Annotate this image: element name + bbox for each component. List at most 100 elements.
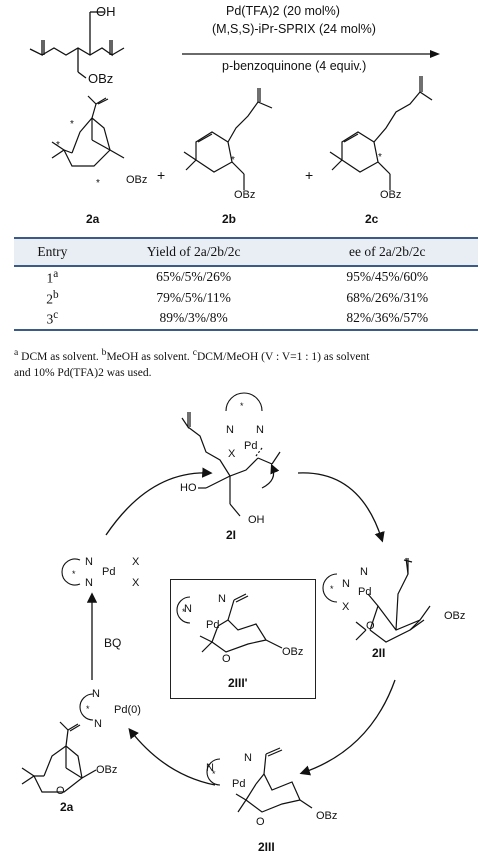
svg-text:*: * (70, 119, 74, 130)
svg-text:*: * (330, 584, 334, 594)
cycle-product-o: O (56, 785, 65, 797)
svg-text:*: * (231, 155, 235, 166)
cat-x1: X (132, 556, 140, 568)
svg-text:*: * (56, 140, 60, 151)
int-2IIIp-pd: Pd (206, 619, 220, 631)
int-2I-x: X (228, 448, 236, 460)
plus-sign-2: + (305, 167, 314, 183)
oxidant-bq-label: BQ (104, 636, 122, 650)
ee-cell: 95%/45%/60% (346, 269, 429, 285)
condition-ligand: (M,S,S)-iPr-SPRIX (24 mol%) (212, 22, 376, 36)
cycle-product-obz: OBz (96, 764, 118, 776)
int-2IIIp-o: O (222, 653, 231, 665)
int-2I-label: 2I (226, 528, 237, 542)
int-2III-obz: OBz (316, 810, 338, 822)
int-2IIIp-n1: N (184, 603, 192, 615)
ee-cell: 82%/36%/57% (296, 308, 478, 331)
footnote-a: DCM as solvent. (21, 350, 99, 363)
cat-n1: N (85, 556, 93, 568)
cycle-product-label: 2a (60, 800, 74, 814)
int-2III-pd: Pd (232, 778, 246, 790)
table-footnotes: a DCM as solvent. bMeOH as solvent. cDCM… (14, 347, 370, 379)
int-2II-label: 2II (372, 646, 386, 660)
footnote-c: DCM/MeOH (V : V=1 : 1) as solvent (196, 350, 370, 363)
svg-text:*: * (86, 704, 90, 714)
int-2IIIp-obz: OBz (282, 646, 304, 658)
ligand-arcs (61, 392, 338, 786)
cycle-stereo-stars: * * * * * * (72, 401, 334, 779)
int-2III-skeleton (235, 747, 313, 813)
header-ee: ee of 2a/2b/2c (296, 237, 478, 267)
svg-text:*: * (240, 401, 244, 411)
product-2b-label: 2b (222, 212, 237, 226)
ee-cell: 68%/26%/31% (346, 289, 429, 305)
svg-text:*: * (212, 769, 216, 779)
int-2III-label: 2III (258, 840, 275, 854)
entry-cell: 3c (14, 308, 91, 331)
header-yield: Yield of 2a/2b/2c (90, 237, 297, 267)
product-2b-obz: OBz (234, 189, 256, 201)
svg-text:*: * (72, 569, 76, 579)
int-2I-pd: Pd (244, 440, 258, 452)
entry-cell: 2b (46, 288, 59, 307)
int-2IIIp-label: 2III' (228, 676, 248, 690)
int-2II-obz: OBz (444, 610, 466, 622)
int-2II-o: O (366, 620, 375, 632)
yield-cell: 89%/3%/8% (90, 308, 297, 331)
results-table: Entry Yield of 2a/2b/2c ee of 2a/2b/2c 1… (14, 237, 478, 331)
condition-oxidant: p-benzoquinone (4 equiv.) (222, 59, 367, 73)
product-2c-skeleton (329, 76, 433, 190)
cycle-product-2a-skeleton (21, 721, 97, 793)
product-2c-label: 2c (365, 212, 379, 226)
sm-obz-label: OBz (88, 71, 114, 86)
cat-pd: Pd (102, 566, 116, 578)
footnote-c-continued: and 10% Pd(TFA)2 was used. (14, 366, 152, 379)
pd0-n1: N (92, 688, 100, 700)
footnote-b: MeOH as solvent. (106, 350, 190, 363)
int-2III-n2: N (244, 752, 252, 764)
product-2b-skeleton (183, 88, 273, 190)
cycle-arrows (86, 467, 396, 786)
product-2a-label: 2a (86, 212, 100, 226)
sm-oh-label: OH (96, 4, 116, 19)
product-2c-obz: OBz (380, 189, 402, 201)
int-2I-n2: N (256, 424, 264, 436)
entry-cell: 1a (46, 268, 59, 286)
cat-x2: X (132, 577, 140, 589)
yield-cell: 65%/5%/26% (156, 269, 232, 285)
int-2III-o: O (256, 816, 265, 828)
svg-text:*: * (182, 607, 186, 617)
int-2II-skeleton (355, 557, 431, 643)
condition-catalyst: Pd(TFA)2 (20 mol%) (226, 4, 340, 18)
int-2I-n: N (226, 424, 234, 436)
int-2II-x: X (342, 601, 350, 613)
int-2IIIp-n2: N (218, 593, 226, 605)
cat-n2: N (85, 577, 93, 589)
int-2I-ho: HO (180, 482, 197, 494)
pd0-pd: Pd(0) (114, 704, 141, 716)
int-2I-skeleton (181, 412, 281, 517)
plus-sign-1: + (157, 167, 166, 183)
scheme-drawing: * * * * * (29, 11, 440, 190)
int-2II-n2: N (342, 578, 350, 590)
product-2a-obz: OBz (126, 174, 148, 186)
table-row: 2b 79%/5%/11% 68%/26%/31% (14, 288, 478, 309)
svg-text:*: * (378, 152, 382, 163)
header-entry: Entry (14, 237, 91, 267)
int-2II-n1: N (360, 566, 368, 578)
int-2IIIp-box (170, 579, 316, 699)
int-2IIIp-skeleton (199, 593, 283, 653)
int-2II-pd: Pd (358, 586, 372, 598)
int-2III-n1: N (206, 762, 214, 774)
starting-material-skeleton (29, 11, 125, 79)
product-2a-skeleton (51, 95, 125, 167)
table-row: 3c 89%/3%/8% 82%/36%/57% (14, 308, 478, 331)
catalytic-cycle-drawing: * * * * * * (21, 392, 431, 813)
stereo-stars: * * * * * (56, 119, 382, 189)
int-2I-oh: OH (248, 514, 265, 526)
table-row: 1a 65%/5%/26% 95%/45%/60% (14, 266, 478, 288)
pd0-n2: N (94, 718, 102, 730)
reaction-arrow (182, 50, 440, 58)
table-header-row: Entry Yield of 2a/2b/2c ee of 2a/2b/2c (14, 237, 478, 267)
svg-text:*: * (96, 178, 100, 189)
